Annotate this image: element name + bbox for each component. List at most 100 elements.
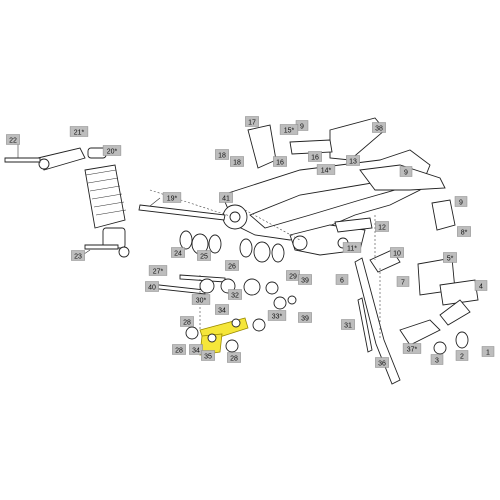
part-label-text: 34 [218,308,226,315]
part-label-l37: 37* [402,343,422,354]
part-label-text: 39 [301,278,309,285]
part-label-text: 24 [174,251,182,258]
part-label-text: 37* [407,347,418,354]
part-label-text: 22 [9,138,17,145]
part-label-l9c: 9 [454,196,468,207]
part-label-l18a: 18 [215,149,229,160]
part-label-l26: 26 [225,260,239,271]
rods [4,157,226,295]
part-label-text: 41 [222,196,230,203]
part-label-l2: 2 [455,350,469,361]
part-label-text: 27* [153,269,164,276]
part-label-text: 32 [231,293,239,300]
shock-absorber [37,147,130,258]
part-label-l28b: 28 [172,344,186,355]
part-label-text: 30* [196,298,207,305]
part-label-text: 38 [375,126,383,133]
part-label-l13: 13 [346,155,360,166]
part-label-text: 40 [148,285,156,292]
part-label-text: 11* [347,246,357,253]
part-label-text: 34 [192,348,200,355]
part-label-text: 18 [233,160,241,167]
part-label-text: 28 [230,356,238,363]
part-label-l24: 24 [171,247,185,258]
part-label-text: 39 [301,316,309,323]
highlighted-linkage [199,317,249,356]
part-label-l1: 1 [481,346,495,357]
part-label-l16b: 16 [308,151,322,162]
part-label-l35: 35 [201,350,215,361]
part-label-text: 28 [183,320,191,327]
part-label-text: 14* [321,168,332,175]
part-label-l11: 11* [342,242,362,253]
part-label-text: 2 [460,354,464,361]
part-label-l39b: 39 [298,312,312,323]
part-label-l8: 8* [457,226,471,237]
part-label-text: 9 [404,170,408,177]
part-label-l25: 25 [197,250,211,261]
part-label-l38: 38 [372,122,386,133]
part-label-l15: 15* [279,124,299,135]
part-label-l4: 4 [474,280,488,291]
part-label-text: 31 [344,323,352,330]
part-label-l14: 14* [316,164,336,175]
part-label-text: 18 [218,153,226,160]
brackets [247,124,373,233]
part-label-l22: 22 [6,134,20,145]
part-label-l6: 6 [335,274,349,285]
part-label-l41: 41 [219,192,233,203]
part-label-text: 35 [204,354,212,361]
part-label-text: 7 [401,280,405,287]
part-label-text: 9 [459,200,463,207]
part-label-text: 28 [175,348,183,355]
part-label-l28a: 28 [180,316,194,327]
part-label-text: 19* [167,196,178,203]
part-label-l30: 30* [191,294,211,305]
part-label-text: 1 [486,350,490,357]
part-label-text: 13 [349,159,357,166]
part-label-text: 26 [228,264,236,271]
part-label-text: 15* [284,128,295,135]
part-label-l16a: 16 [273,156,287,167]
part-label-l32: 32 [228,289,242,300]
part-label-text: 29 [289,274,297,281]
part-label-l40: 40 [145,281,159,292]
part-label-l27: 27* [148,265,168,276]
part-label-l12: 12 [375,221,389,232]
part-label-l23: 23 [71,250,85,261]
part-label-l5: 5* [443,252,457,263]
footpeg-assembly [399,199,479,355]
part-label-l9b: 9 [399,166,413,177]
part-label-l29: 29 [286,270,300,281]
part-label-text: 16 [311,155,319,162]
part-label-text: 17 [248,120,256,127]
part-label-l34a: 34 [215,304,229,315]
part-label-text: 3 [435,358,439,365]
part-label-l34b: 34 [189,344,203,355]
part-label-text: 25 [200,254,208,261]
part-label-text: 36 [378,361,386,368]
sidestand [354,249,401,385]
part-label-text: 8* [461,230,468,237]
part-label-text: 23 [74,254,82,261]
part-label-text: 4 [479,284,483,291]
part-label-text: 10 [393,251,401,258]
part-label-l21: 21* [69,126,89,137]
part-label-text: 12 [378,225,386,232]
part-label-l20: 20* [102,145,122,156]
part-label-text: 21* [74,130,85,137]
part-label-l39a: 39 [298,274,312,285]
part-label-text: 33* [272,314,283,321]
part-label-l19: 19* [162,192,182,203]
part-label-text: 16 [276,160,284,167]
part-label-l17: 17 [245,116,259,127]
part-label-l10: 10 [390,247,404,258]
part-label-text: 9 [300,124,304,131]
part-label-l18b: 18 [230,156,244,167]
part-label-l33: 33* [267,310,287,321]
part-label-text: 5* [447,256,454,263]
part-label-l31: 31 [341,319,355,330]
part-label-l28c: 28 [227,352,241,363]
